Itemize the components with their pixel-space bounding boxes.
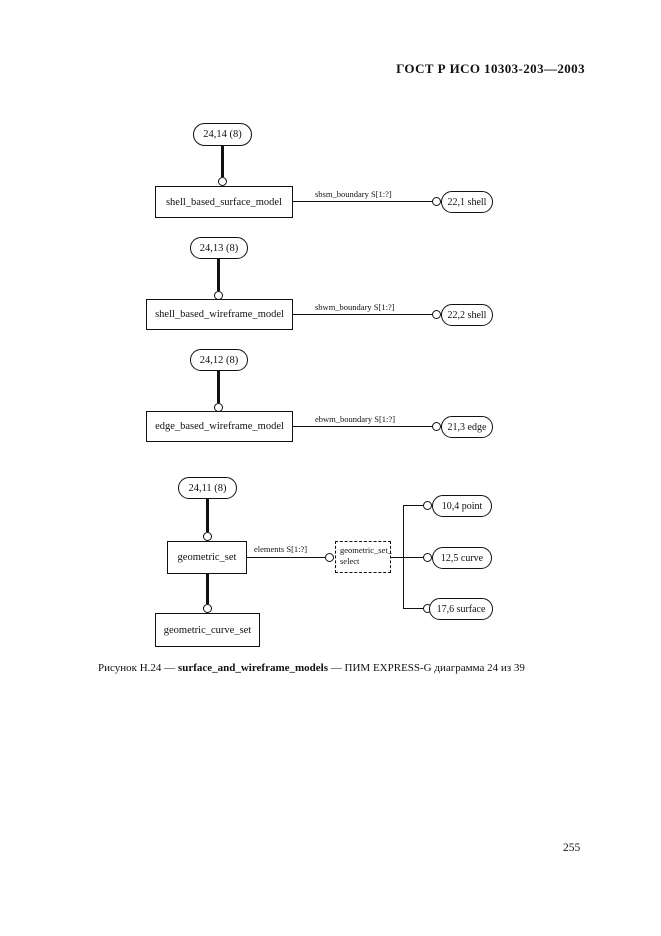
open-circle <box>432 422 441 431</box>
relation-label: elements S[1:?] <box>254 544 308 554</box>
select-branch-line <box>403 505 423 507</box>
entity-box: shell_based_wireframe_model <box>146 299 293 330</box>
entity-box: edge_based_wireframe_model <box>146 411 293 442</box>
entity-box: geometric_curve_set <box>155 613 260 647</box>
caption-figure-name: surface_and_wireframe_models <box>177 662 329 674</box>
interpage-ref-oval: 17,6 surface <box>429 598 493 620</box>
select-type-name-line2: select <box>340 556 360 567</box>
page-number: 255 <box>563 842 581 854</box>
caption-prefix: Рисунок Н.24 — <box>98 662 178 674</box>
supertype-line <box>217 371 220 403</box>
supertype-line <box>206 499 209 532</box>
relation-line <box>293 314 432 316</box>
relation-label: sbsm_boundary S[1:?] <box>315 189 392 199</box>
supertype-line <box>206 574 209 604</box>
page-ref-oval: 24,13 (8) <box>190 237 248 259</box>
caption-suffix: — ПИМ EXPRESS-G диаграмма 24 из 39 <box>328 662 525 674</box>
interpage-ref-oval: 21,3 edge <box>441 416 493 438</box>
open-circle <box>423 501 432 510</box>
interpage-ref-oval: 22,2 shell <box>441 304 493 326</box>
entity-box: geometric_set <box>167 541 247 574</box>
relation-label: sbwm_boundary S[1:?] <box>315 302 395 312</box>
page-ref-oval: 24,11 (8) <box>178 477 237 499</box>
relation-line <box>293 426 432 428</box>
relation-label: ebwm_boundary S[1:?] <box>315 414 396 424</box>
page-ref-oval: 24,14 (8) <box>193 123 252 146</box>
select-branch-trunk <box>403 505 405 609</box>
open-circle <box>203 532 212 541</box>
open-circle <box>325 553 334 562</box>
open-circle <box>432 310 441 319</box>
interpage-ref-oval: 12,5 curve <box>432 547 492 569</box>
relation-line <box>247 557 325 559</box>
page-ref-oval: 24,12 (8) <box>190 349 248 371</box>
open-circle <box>423 553 432 562</box>
open-circle <box>218 177 227 186</box>
entity-box: shell_based_surface_model <box>155 186 293 218</box>
select-type-box: geometric_set_ select <box>335 541 392 573</box>
open-circle <box>432 197 441 206</box>
select-branch-line <box>403 608 423 610</box>
supertype-line <box>217 259 220 291</box>
select-type-name-line1: geometric_set_ <box>340 545 392 555</box>
open-circle <box>203 604 212 613</box>
supertype-line <box>221 145 224 177</box>
relation-line <box>293 201 432 203</box>
interpage-ref-oval: 10,4 point <box>432 495 492 517</box>
select-branch-line <box>391 557 423 559</box>
interpage-ref-oval: 22,1 shell <box>441 191 493 213</box>
standard-designation: ГОСТ Р ИСО 10303-203—2003 <box>396 61 585 76</box>
figure-caption: Рисунок Н.24 — surface_and_wireframe_mod… <box>98 662 558 674</box>
